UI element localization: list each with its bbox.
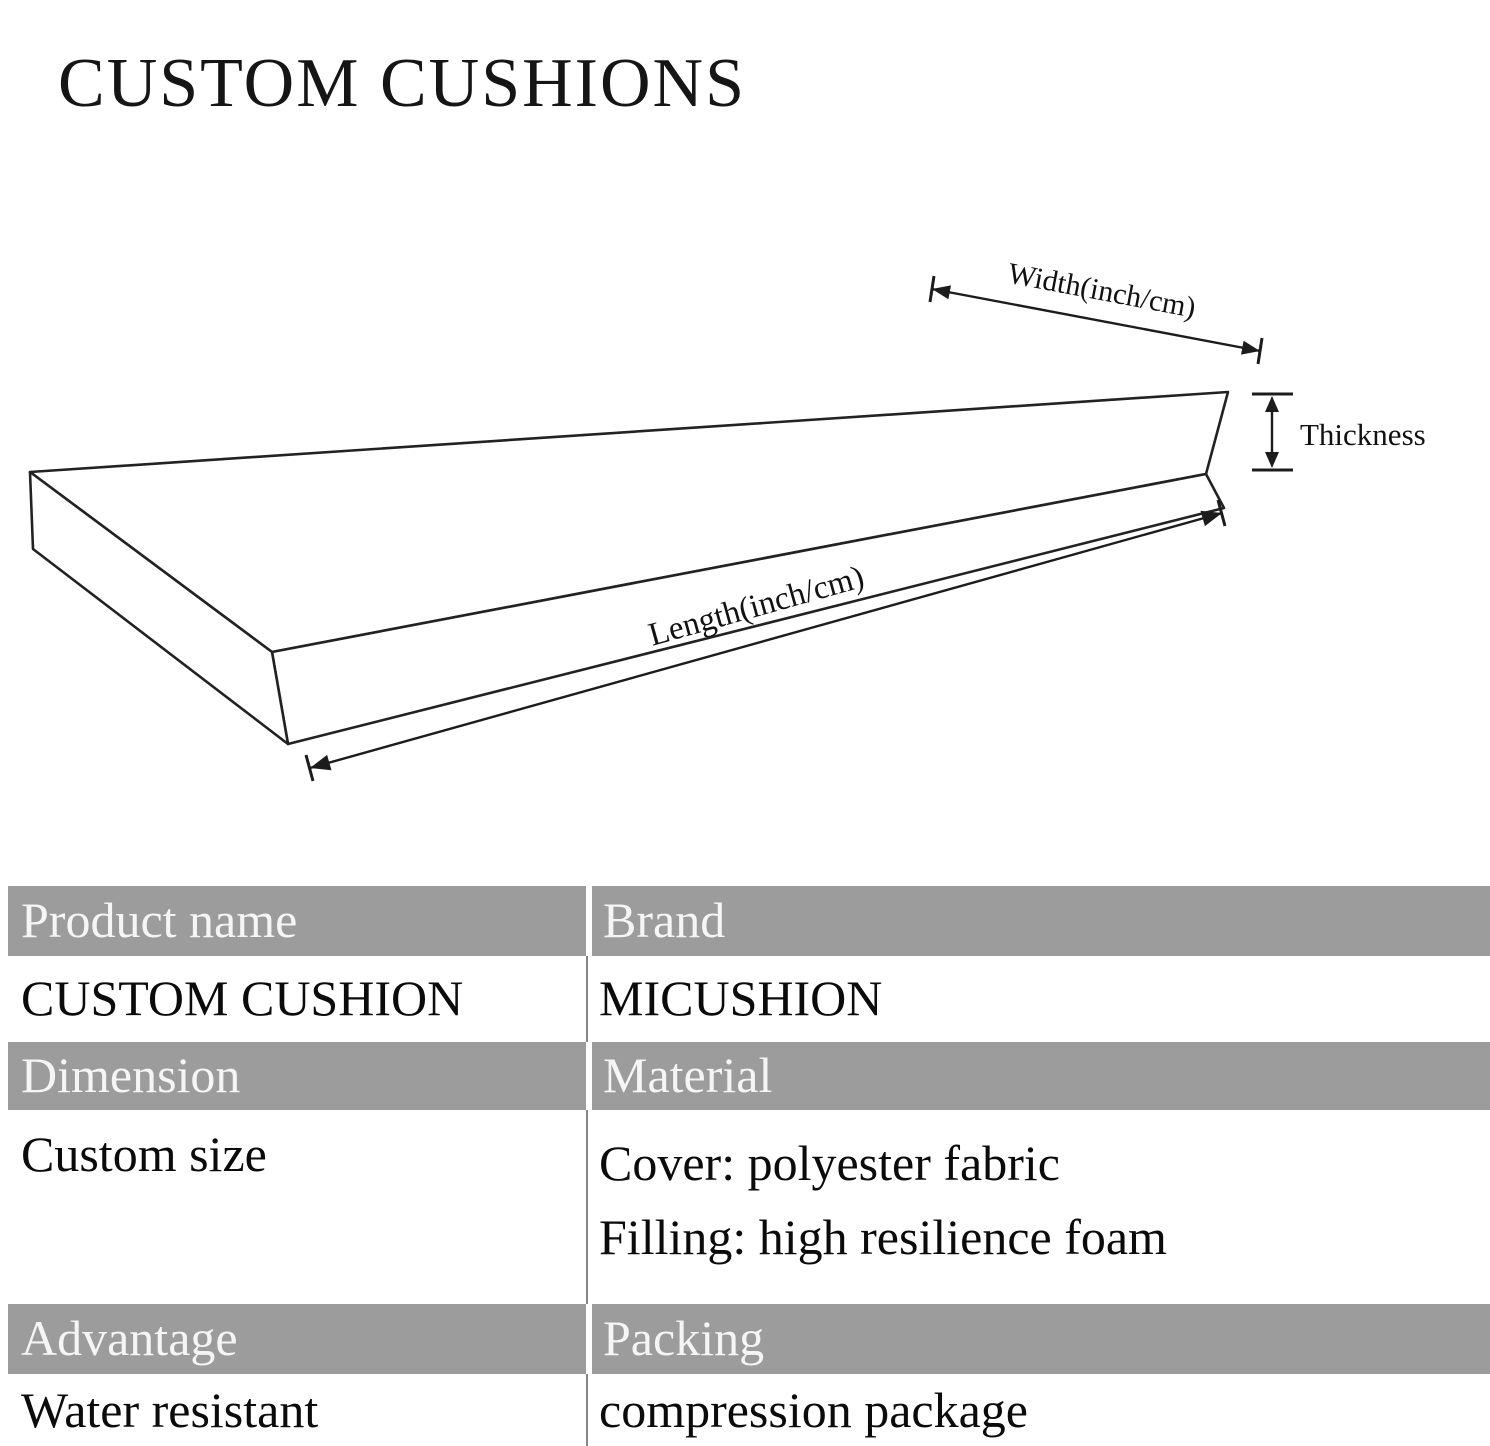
header-row-dimension-material: Dimension Material [8, 1042, 1490, 1110]
cushion-diagram: Width(inch/cm) Thickness Length(inch/cm) [28, 257, 1426, 782]
packing-value: compression package [599, 1382, 1029, 1439]
data-row-product-brand: CUSTOM CUSHION MICUSHION [8, 956, 1490, 1042]
width-dimension-arrow: Width(inch/cm) [928, 257, 1264, 365]
advantage-header-cell: Advantage [8, 1304, 586, 1374]
header-row-advantage-packing: Advantage Packing [8, 1304, 1490, 1374]
cushion-side-face [28, 470, 290, 746]
spec-table: Product name Brand CUSTOM CUSHION MICUSH… [8, 886, 1490, 1446]
brand-header-label: Brand [603, 892, 726, 949]
material-header-label: Material [603, 1047, 773, 1104]
packing-value-cell: compression package [586, 1374, 1490, 1446]
material-header-cell: Material [586, 1042, 1490, 1110]
data-row-dimension-material: Custom size Cover: polyester fabric Fill… [8, 1110, 1490, 1304]
product-name-value: CUSTOM CUSHION [21, 970, 464, 1027]
cushion-drawing [28, 390, 1230, 746]
material-value-cell: Cover: polyester fabric Filling: high re… [586, 1110, 1490, 1304]
product-name-header-cell: Product name [8, 886, 586, 956]
width-label: Width(inch/cm) [1005, 257, 1198, 325]
page-title: CUSTOM CUSHIONS [58, 45, 747, 122]
thickness-label: Thickness [1300, 417, 1426, 452]
header-row-product-brand: Product name Brand [8, 886, 1490, 956]
advantage-header-label: Advantage [21, 1310, 238, 1367]
material-line-cover: Cover: polyester fabric [599, 1135, 1060, 1191]
brand-header-cell: Brand [586, 886, 1490, 956]
advantage-value-cell: Water resistant [8, 1374, 586, 1446]
dimension-header-label: Dimension [21, 1047, 241, 1104]
data-row-advantage-packing: Water resistant compression package [8, 1374, 1490, 1446]
dimension-value: Custom size [21, 1126, 267, 1182]
material-value: Cover: polyester fabric Filling: high re… [599, 1126, 1167, 1274]
brand-value: MICUSHION [599, 970, 883, 1027]
packing-header-cell: Packing [586, 1304, 1490, 1374]
thickness-dimension-arrow: Thickness [1252, 392, 1426, 472]
dimension-header-cell: Dimension [8, 1042, 586, 1110]
product-name-header-label: Product name [21, 892, 298, 949]
advantage-value: Water resistant [21, 1382, 319, 1439]
material-line-filling: Filling: high resilience foam [599, 1209, 1167, 1265]
product-name-value-cell: CUSTOM CUSHION [8, 956, 586, 1042]
dimension-value-cell: Custom size [8, 1110, 586, 1304]
packing-header-label: Packing [603, 1310, 765, 1367]
brand-value-cell: MICUSHION [586, 956, 1490, 1042]
